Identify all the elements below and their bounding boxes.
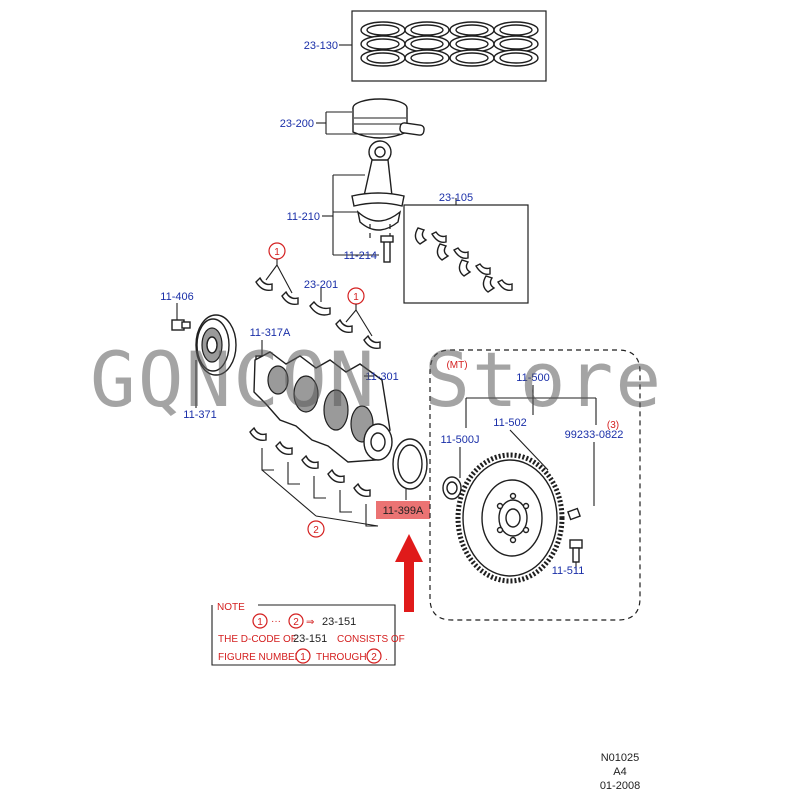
label-11-214: 11-214 bbox=[344, 250, 377, 262]
marker-1-upper-left: 1 bbox=[274, 247, 280, 258]
crankshaft bbox=[253, 351, 393, 463]
note-marker-2: 2 bbox=[293, 617, 299, 628]
note-line3-b: THROUGH bbox=[316, 652, 367, 663]
label-dowel-qty: (3) bbox=[607, 420, 619, 431]
piston-ring-set bbox=[360, 21, 539, 67]
label-11-371: 11-371 bbox=[183, 409, 216, 421]
label-23-105: 23-105 bbox=[439, 192, 473, 204]
note-line3-a: FIGURE NUMBERS bbox=[218, 652, 309, 663]
note-dots: ··· bbox=[271, 616, 281, 627]
label-11-511: 11-511 bbox=[552, 565, 585, 577]
note-title: NOTE bbox=[217, 602, 245, 613]
label-11-500: 11-500 bbox=[516, 372, 549, 384]
crank-pulley-group: 11-406 11-371 bbox=[160, 291, 237, 421]
oil-seal-highlight bbox=[376, 501, 430, 519]
note-line2-b: CONSISTS OF bbox=[337, 634, 405, 645]
red-arrow-icon bbox=[395, 534, 423, 612]
label-99233-0822: 99233-0822 bbox=[565, 429, 624, 441]
lower-main-bearings: 2 bbox=[249, 426, 379, 538]
marker-1-upper-right: 1 bbox=[353, 292, 359, 303]
crankshaft-group: 11-317A 11-301 bbox=[250, 327, 399, 463]
footer-size: A4 bbox=[613, 766, 626, 778]
marker-2: 2 bbox=[313, 525, 319, 536]
label-11-500j: 11-500J bbox=[441, 434, 480, 446]
bearing-shells bbox=[414, 227, 513, 293]
note-code-line1: 23-151 bbox=[322, 616, 356, 628]
piston-rings-group: 23-130 bbox=[304, 10, 547, 82]
note-box: NOTE 1 ··· 2 ⇒ 23-151 THE D-CODE OF 23-1… bbox=[211, 602, 405, 666]
footer-code: N01025 bbox=[601, 752, 640, 764]
flywheel bbox=[455, 452, 565, 584]
label-mt: (MT) bbox=[446, 360, 467, 371]
note-marker-2b: 2 bbox=[371, 652, 377, 663]
label-11-399a: 11-399A bbox=[383, 505, 424, 517]
note-code-line2: 23-151 bbox=[293, 633, 327, 645]
oil-seal-group: 11-399A bbox=[376, 438, 430, 612]
piston-group: 23-200 bbox=[280, 98, 425, 139]
upper-main-bearings: 1 23-201 1 bbox=[255, 242, 381, 350]
footer: N01025 A4 01-2008 bbox=[600, 752, 640, 792]
label-11-406: 11-406 bbox=[160, 291, 193, 303]
footer-date: 01-2008 bbox=[600, 780, 640, 792]
label-23-201: 23-201 bbox=[304, 279, 338, 291]
note-marker-1: 1 bbox=[257, 617, 263, 628]
label-23-130: 23-130 bbox=[304, 40, 338, 52]
note-line3-end: . bbox=[385, 652, 388, 663]
note-arrow: ⇒ bbox=[306, 617, 314, 628]
note-line2-a: THE D-CODE OF bbox=[218, 634, 297, 645]
label-11-317a: 11-317A bbox=[250, 327, 291, 339]
note-marker-1b: 1 bbox=[300, 652, 306, 663]
label-23-200: 23-200 bbox=[280, 118, 314, 130]
label-11-301: 11-301 bbox=[365, 371, 398, 383]
label-11-210: 11-210 bbox=[287, 211, 320, 223]
watermark-text: GQNCON Store bbox=[90, 335, 663, 424]
label-11-502: 11-502 bbox=[493, 417, 526, 429]
mt-flywheel-region: (MT) 11-500 11-502 11-500J 99233-0822 (3… bbox=[429, 349, 641, 621]
connecting-rod-group: 11-210 11-214 bbox=[287, 140, 405, 263]
bearing-set-group: 23-105 bbox=[403, 192, 529, 304]
